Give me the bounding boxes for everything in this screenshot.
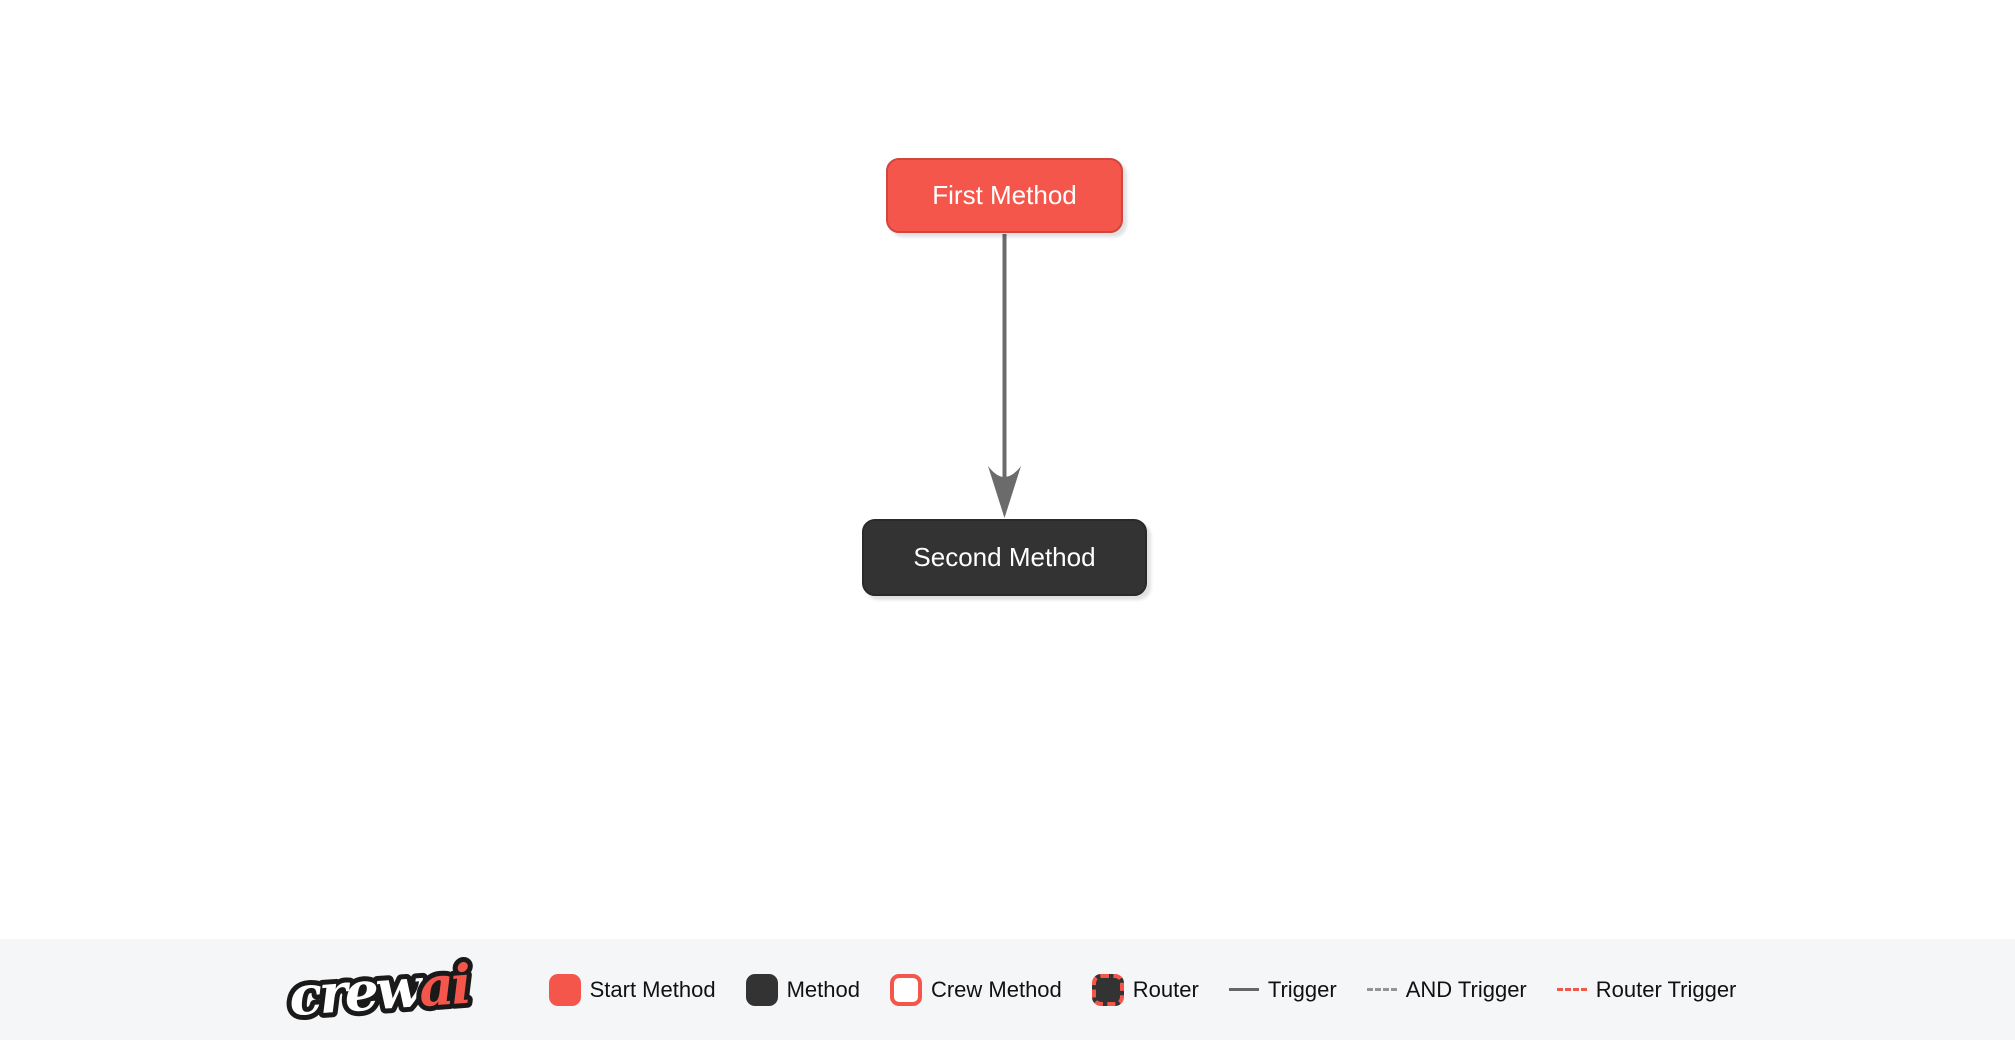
- legend-item-method: Method: [745, 973, 860, 1006]
- legend-item-router-trigger: Router Trigger: [1556, 976, 1737, 1003]
- logo-crew-text: crew: [287, 954, 427, 1027]
- legend-label: Trigger: [1267, 976, 1337, 1002]
- crewai-logo-graphic: crewai: [282, 951, 477, 1029]
- legend-item-router: Router: [1091, 973, 1199, 1006]
- legend-label: Router: [1132, 976, 1199, 1002]
- legend-item-start-method: Start Method: [548, 973, 716, 1006]
- trigger-line-swatch: [1228, 988, 1259, 991]
- legend-label: Start Method: [589, 976, 716, 1002]
- node-first-method[interactable]: First Method: [886, 158, 1123, 233]
- crewai-logo: crewai: [279, 951, 507, 1029]
- start-method-swatch: [548, 973, 581, 1006]
- legend-label: Crew Method: [930, 976, 1062, 1002]
- crew-method-swatch: [889, 973, 922, 1006]
- router-swatch: [1091, 973, 1124, 1006]
- legend-label: AND Trigger: [1405, 976, 1527, 1002]
- legend-item-trigger: Trigger: [1228, 976, 1337, 1003]
- method-swatch: [745, 973, 778, 1006]
- and-trigger-line-swatch: [1366, 988, 1397, 991]
- svg-text:crewai: crewai: [287, 951, 472, 1027]
- logo-ai-text: ai: [416, 951, 471, 1018]
- legend-item-and-trigger: AND Trigger: [1366, 976, 1527, 1003]
- legend-bar: crewai Start Method Method Crew Method R…: [0, 939, 2015, 1040]
- node-second-method[interactable]: Second Method: [862, 519, 1147, 596]
- legend-label: Method: [786, 976, 860, 1002]
- trigger-edge-arrowhead: [988, 466, 1021, 518]
- legend-item-crew-method: Crew Method: [889, 973, 1062, 1006]
- legend-label: Router Trigger: [1595, 976, 1737, 1002]
- router-trigger-line-swatch: [1556, 988, 1587, 991]
